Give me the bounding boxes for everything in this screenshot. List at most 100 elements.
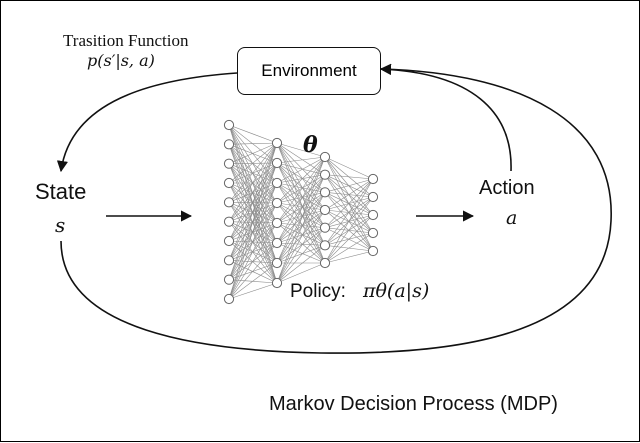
network-connection: [276, 202, 326, 246]
network-connection: [276, 142, 326, 211]
network-connection: [276, 174, 326, 284]
network-neuron: [223, 216, 235, 227]
state-symbol: s: [55, 213, 66, 237]
network-connection: [324, 178, 374, 264]
transition-function-label: Trasition Function: [63, 31, 189, 50]
network-neuron: [319, 222, 331, 233]
mdp-caption: Markov Decision Process (MDP): [269, 393, 558, 415]
network-neuron: [319, 240, 331, 251]
network-connection: [276, 227, 326, 244]
network-connection: [276, 182, 326, 246]
network-connection: [228, 222, 278, 300]
network-connection: [276, 162, 326, 175]
network-connection: [228, 142, 278, 184]
network-connection: [228, 142, 278, 280]
network-connection: [276, 222, 326, 246]
network-neuron: [271, 157, 283, 169]
network-neuron: [367, 245, 379, 257]
network-connection: [276, 174, 326, 204]
network-connection: [228, 163, 278, 224]
network-connection: [324, 178, 374, 246]
network-connection: [276, 156, 326, 204]
network-connection: [324, 178, 374, 211]
network-connection: [324, 232, 374, 264]
network-connection: [276, 192, 326, 284]
environment-label: Environment: [261, 61, 357, 80]
network-connection: [276, 209, 326, 244]
network-neuron: [223, 139, 235, 150]
network-connection: [276, 245, 326, 264]
network-connection: [276, 142, 326, 175]
network-neuron: [223, 158, 235, 169]
network-connection: [276, 182, 326, 264]
network-connection: [228, 162, 278, 300]
network-connection: [228, 202, 278, 264]
network-connection: [228, 124, 278, 144]
network-connection: [276, 162, 326, 228]
network-neuron: [367, 191, 379, 203]
network-neuron: [271, 177, 283, 189]
network-connection: [228, 182, 278, 244]
network-connection: [228, 202, 278, 300]
network-connection: [228, 144, 278, 204]
transition-arrow: [56, 72, 238, 173]
network-neuron: [271, 277, 283, 289]
network-connection: [276, 242, 326, 246]
network-connection: [276, 202, 326, 211]
network-connection: [276, 245, 326, 284]
network-connection: [276, 162, 326, 193]
network-connection: [276, 192, 326, 224]
network-connection: [276, 156, 326, 284]
network-connection: [276, 156, 326, 224]
policy-neural-network: [223, 119, 379, 305]
network-connection: [276, 162, 326, 211]
network-neuron: [367, 173, 379, 185]
network-connection: [324, 196, 374, 264]
network-connection: [276, 142, 326, 264]
policy-label: Policy:: [290, 281, 346, 302]
network-connection: [324, 250, 374, 264]
action-to-environment-arrow: [379, 63, 512, 172]
network-connection: [276, 227, 326, 284]
action-symbol: a: [506, 207, 518, 229]
network-connection: [228, 182, 278, 300]
network-neuron: [319, 187, 331, 198]
network-connection: [276, 182, 326, 193]
network-connection: [228, 142, 278, 242]
network-connection: [276, 222, 326, 264]
network-connection: [276, 174, 326, 244]
network-neuron: [319, 169, 331, 180]
network-connection: [324, 174, 374, 180]
network-connection: [276, 156, 326, 264]
network-connection: [228, 142, 278, 145]
network-connection: [276, 192, 326, 244]
network-neuron: [367, 227, 379, 239]
network-connection: [276, 192, 326, 264]
network-connection: [228, 142, 278, 261]
network-connection: [228, 221, 278, 284]
network-connection: [276, 156, 326, 164]
network-connection: [228, 242, 278, 300]
network-connection: [276, 156, 326, 184]
network-neuron: [223, 197, 235, 208]
network-connection: [276, 242, 326, 264]
theta-parameter-label: θ: [303, 132, 318, 158]
network-connection: [276, 227, 326, 264]
network-connection: [276, 182, 326, 228]
network-connection: [276, 192, 326, 204]
network-connection: [276, 182, 326, 211]
network-connection: [276, 142, 326, 228]
network-connection: [324, 214, 374, 264]
network-neuron: [271, 197, 283, 209]
network-neuron: [223, 119, 235, 131]
environment-box: Environment: [237, 47, 381, 95]
network-connection: [228, 142, 278, 164]
network-connection: [228, 142, 278, 222]
network-connection: [276, 174, 326, 224]
network-connection: [228, 262, 278, 300]
network-neuron: [223, 255, 235, 266]
network-neuron: [271, 217, 283, 229]
network-connection: [228, 142, 278, 203]
